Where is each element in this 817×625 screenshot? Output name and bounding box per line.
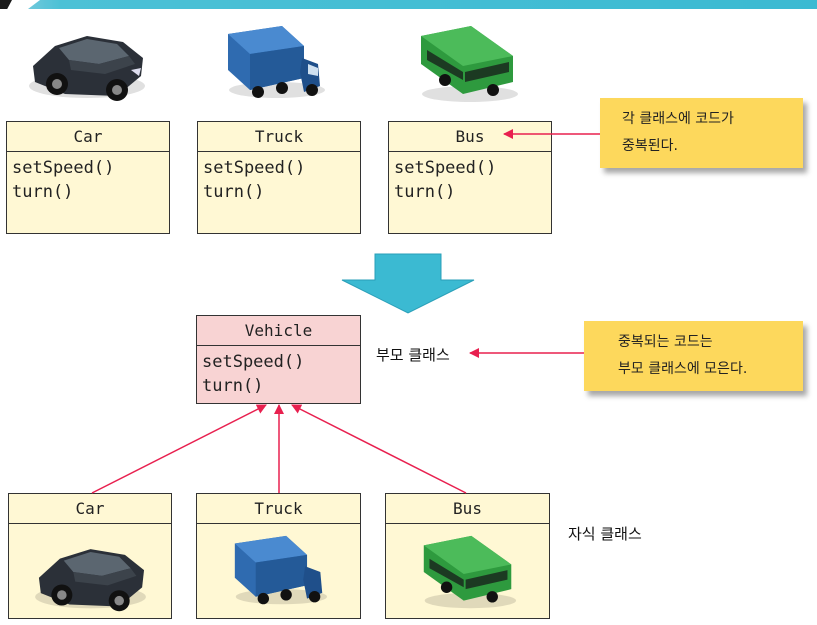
class-methods: setSpeed() turn() [198, 152, 360, 208]
truck-icon [228, 26, 325, 98]
class-box-vehicle: Vehicle setSpeed() turn() [196, 315, 361, 404]
note-line: 부모 클래스에 모은다. [618, 361, 748, 377]
note-collect: 중복되는 코드는 부모 클래스에 모은다. [584, 321, 803, 391]
class-methods: setSpeed() turn() [389, 152, 551, 208]
method: setSpeed() [202, 352, 305, 372]
big-down-arrow [341, 253, 475, 314]
class-box-truck: Truck setSpeed() turn() [197, 121, 361, 234]
bus-icon [423, 535, 517, 609]
method: turn() [12, 182, 74, 202]
car-icon [29, 36, 145, 101]
child-class-box-truck: Truck [196, 493, 361, 619]
note-duplicate: 각 클래스에 코드가 중복된다. [600, 98, 803, 168]
bus-icon [421, 26, 518, 102]
class-methods: setSpeed() turn() [197, 346, 360, 402]
inherit-arrow-car [91, 404, 267, 494]
header-bar [0, 0, 817, 9]
method: turn() [202, 376, 264, 396]
method: turn() [203, 182, 265, 202]
class-name: Truck [198, 122, 360, 152]
label-child-class: 자식 클래스 [568, 525, 642, 543]
child-class-box-car: Car [8, 493, 172, 619]
class-name: Car [9, 494, 171, 524]
class-box-bus: Bus setSpeed() turn() [388, 121, 552, 234]
car-icon [35, 549, 146, 612]
inherit-arrow-bus [291, 404, 467, 494]
method: setSpeed() [203, 158, 306, 178]
label-parent-class: 부모 클래스 [376, 346, 450, 364]
class-methods: setSpeed() turn() [7, 152, 169, 208]
method: turn() [394, 182, 456, 202]
note-line: 각 클래스에 코드가 [622, 111, 734, 127]
note-line: 중복되는 코드는 [618, 334, 713, 350]
method: setSpeed() [394, 158, 497, 178]
class-name: Bus [389, 122, 551, 152]
class-box-car: Car setSpeed() turn() [6, 121, 170, 234]
note-line: 중복된다. [622, 138, 678, 154]
header-tab-mark [0, 0, 12, 9]
class-name: Car [7, 122, 169, 152]
truck-icon [234, 535, 327, 605]
child-class-box-bus: Bus [385, 493, 550, 619]
class-name: Bus [386, 494, 549, 524]
header-tab [0, 0, 40, 9]
class-name: Vehicle [197, 316, 360, 346]
method: setSpeed() [12, 158, 115, 178]
class-name: Truck [197, 494, 360, 524]
